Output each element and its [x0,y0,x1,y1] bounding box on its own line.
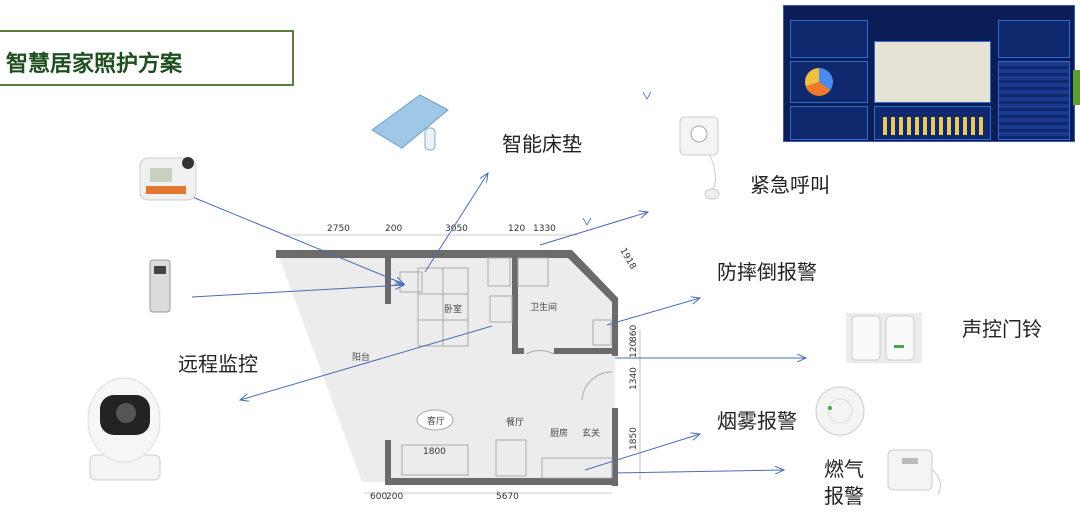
label-fall-alarm: 防摔倒报警 [717,260,817,284]
label-smoke-alarm: 烟雾报警 [717,409,797,433]
room-living: 客厅 [427,415,445,427]
title-frame [0,30,294,86]
page-title: 智慧居家照护方案 [6,52,183,77]
dim: 3050 [445,224,468,234]
room-entrance: 玄关 [582,427,600,439]
dim: 120 [629,341,639,358]
decor-bar [1073,70,1080,105]
doorbell-icon [846,313,922,363]
dim: 2750 [327,224,350,234]
mattress-icon [371,94,449,151]
dimensions-right: 1918 860 120 1340 1850 [617,247,641,480]
dim: 5670 [496,492,519,502]
dimensions-top: 2750 200 3050 120 1330 [283,224,578,236]
dim: 200 [385,224,402,234]
arrow-camera [240,325,493,400]
label-smart-mattress: 智能床垫 [502,132,582,156]
balcony-area [278,254,388,482]
recorder-icon [149,259,171,313]
label-emergency-call: 紧急呼叫 [750,173,830,197]
gas-alarm-icon [887,449,941,496]
label-doorbell: 声控门铃 [962,317,1042,341]
dim: 200 [386,492,403,502]
dim: 860 [629,325,639,342]
blood-pressure-monitor-icon [139,157,197,201]
arrow-smoke [584,434,700,471]
room-bathroom: 卫生间 [530,301,557,313]
dim: 1918 [617,247,637,272]
furniture [399,257,613,479]
monitoring-dashboard-image [783,5,1075,142]
arrow-mattress [424,173,488,273]
dim: 1340 [629,367,639,390]
walls [276,250,618,486]
dim: 120 [508,224,525,234]
dim: 1330 [533,224,556,234]
arrow-emergency-call [539,212,648,246]
room-balcony: 阳台 [352,351,370,363]
room-dining: 餐厅 [506,416,524,428]
connector-arrows [189,173,806,473]
dimensions-bottom: 600 200 5670 [364,492,612,502]
label-remote-monitor: 远程监控 [178,352,258,376]
dim: 1850 [629,427,639,450]
room-bedroom: 卧室 [444,303,462,315]
arrow-fall-alarm [606,298,700,326]
dim: 600 [370,492,387,502]
camera-icon [87,377,161,481]
smoke-alarm-icon [815,386,865,436]
label-gas-alarm-1: 燃气 [824,457,864,481]
emergency-call-icon [679,116,720,200]
arrow-gas [611,470,784,473]
room-kitchen: 厨房 [550,427,568,439]
arrow-recorder [191,285,404,298]
label-gas-alarm-2: 报警 [824,484,864,508]
dim-sofa: 1800 [423,447,446,457]
arrow-bp-monitor [189,195,404,284]
